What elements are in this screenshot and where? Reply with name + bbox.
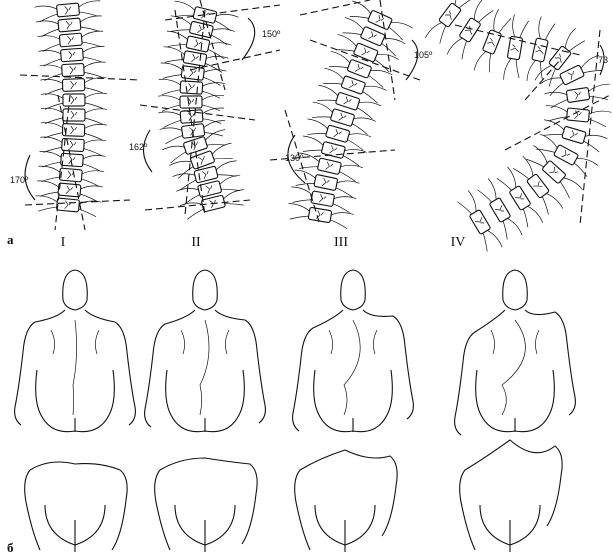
construction-line [525,60,560,100]
back-outline [295,450,397,550]
bend-figure-4 [460,440,562,552]
spine-line [73,320,77,415]
bend-figure-3 [295,450,397,552]
angle-label-150: 150º [262,29,281,39]
spine-xray-row [34,0,612,255]
vertebra [39,137,106,156]
scapulae [491,330,539,354]
stage-label-4: IV [451,235,466,250]
angle-arc [406,40,418,80]
back-outline [25,462,127,550]
buttocks [175,505,235,552]
construction-line [285,110,320,225]
vertebra [39,46,106,66]
angle-label-73: 73 [598,55,608,65]
vertebra [40,77,106,95]
back-figure-2 [145,270,266,432]
construction-line [380,0,395,100]
stage-label-1: I [61,235,66,250]
bend-figure-2 [155,458,257,552]
stage-label-2: II [191,235,201,250]
back-view-row [15,270,576,435]
buttocks [315,505,375,552]
head [63,270,88,310]
forward-bend-row [25,440,562,552]
vertebra [503,14,529,82]
bend-figure-1 [25,462,127,552]
spine-stage-4 [425,0,612,255]
construction-line [145,200,250,210]
scapulae [51,330,99,354]
spine-line [344,320,360,415]
part-label-a: а [7,232,14,247]
angle-label-162: 162º [129,142,148,152]
vertebra [41,93,107,109]
buttocks [476,370,555,432]
angle-label-170: 170º [10,175,29,185]
angle-label-130: 130º [285,153,304,163]
head [341,270,366,310]
vertebra [544,84,612,109]
construction-line [300,0,370,15]
vertebra [286,203,354,229]
buttocks [480,505,540,552]
buttocks [166,370,245,432]
scapulae [181,330,229,354]
buttocks [314,370,393,432]
back-figure-4 [455,270,576,435]
back-outline [460,440,562,550]
back-figure-3 [293,270,414,432]
buttocks [36,370,115,432]
spine-line [200,320,209,415]
vertebra [38,151,105,171]
stage-label-3: III [334,235,348,250]
angle-arc [242,18,255,60]
scapulae [329,330,377,354]
construction-line [165,5,280,20]
construction-line [505,95,610,150]
part-label-b: б [7,540,14,553]
spine-stage-3 [286,1,413,230]
angle-label-105: 105º [414,50,433,60]
vertebra [526,16,555,84]
spine-line [502,320,525,415]
head [503,270,528,310]
vertebra [540,119,608,153]
head [193,270,218,310]
outline [293,310,414,431]
spine-stage-1 [34,0,107,217]
vertebra [41,108,107,124]
outline [15,310,136,425]
buttocks [45,505,105,552]
back-figure-1 [15,270,136,432]
outline [145,310,266,427]
back-outline [155,458,257,550]
